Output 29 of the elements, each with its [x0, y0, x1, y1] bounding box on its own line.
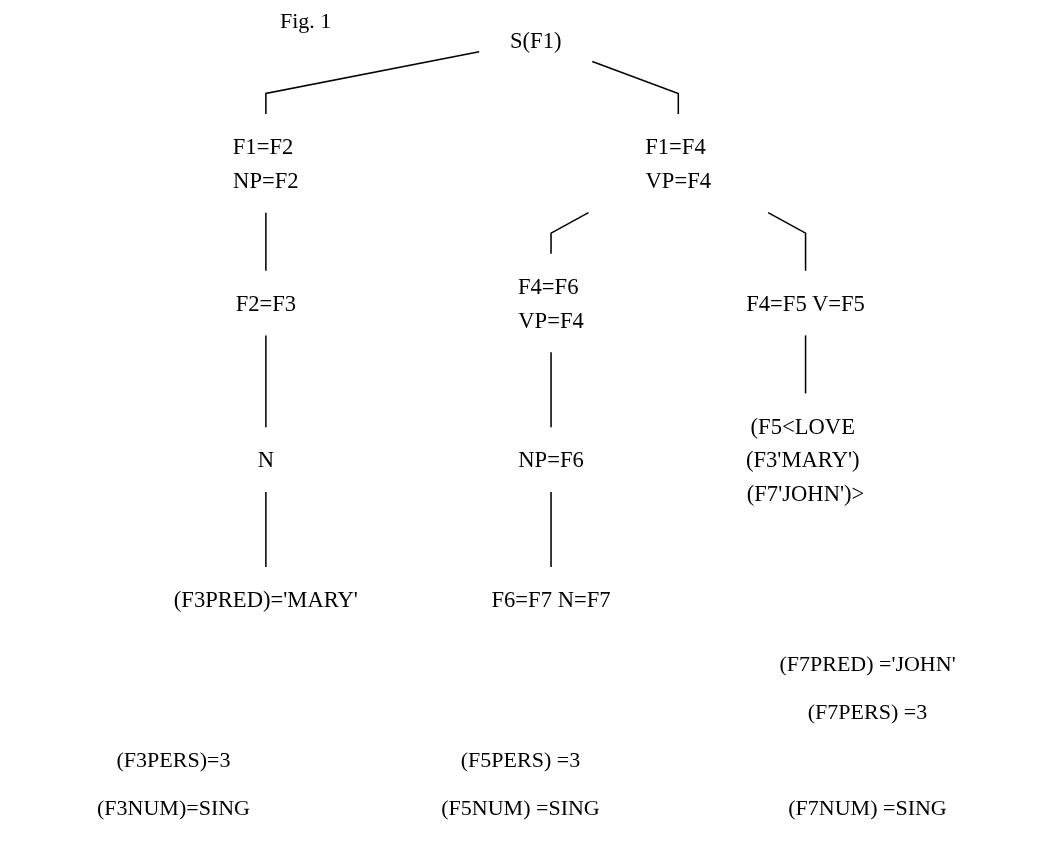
- connector: [265, 334, 267, 429]
- node-text: F6=F7 N=F7: [491, 586, 611, 613]
- node-text: F1=F4 VP=F4: [645, 133, 712, 194]
- connector: [550, 491, 552, 568]
- connector: [265, 491, 267, 568]
- feature-equation: (F3PERS)=3: [116, 747, 231, 773]
- node-text: F4=F6 VP=F4: [517, 273, 584, 333]
- feature-equation: (F5PERS) =3: [460, 747, 581, 773]
- connector: [265, 211, 267, 272]
- node-text: N: [257, 446, 275, 473]
- connector: [550, 211, 590, 255]
- feature-equation: (F7PERS) =3: [807, 699, 928, 725]
- connector: [265, 50, 480, 115]
- connector: [550, 351, 552, 429]
- connector: [804, 334, 807, 395]
- node-text: F4=F5 V=F5: [746, 290, 865, 316]
- node-text: F1=F2 NP=F2: [232, 133, 299, 194]
- node-text: (F3PRED)='MARY': [173, 586, 358, 613]
- figure-title: Fig. 1: [280, 8, 332, 34]
- node-text: S(F1): [509, 27, 562, 54]
- connector: [591, 60, 680, 115]
- feature-equation: (F3NUM)=SING: [97, 795, 250, 821]
- node-text: F2=F3: [235, 290, 297, 316]
- node-text: NP=F6: [518, 446, 584, 473]
- feature-equation: (F7PRED) ='JOHN': [779, 651, 956, 677]
- feature-equation: (F5NUM) =SING: [441, 795, 600, 821]
- feature-equation: (F7NUM) =SING: [788, 795, 947, 821]
- node-text: (F5<LOVE (F3'MARY') (F7'JOHN')>: [745, 412, 865, 507]
- connector: [767, 211, 807, 272]
